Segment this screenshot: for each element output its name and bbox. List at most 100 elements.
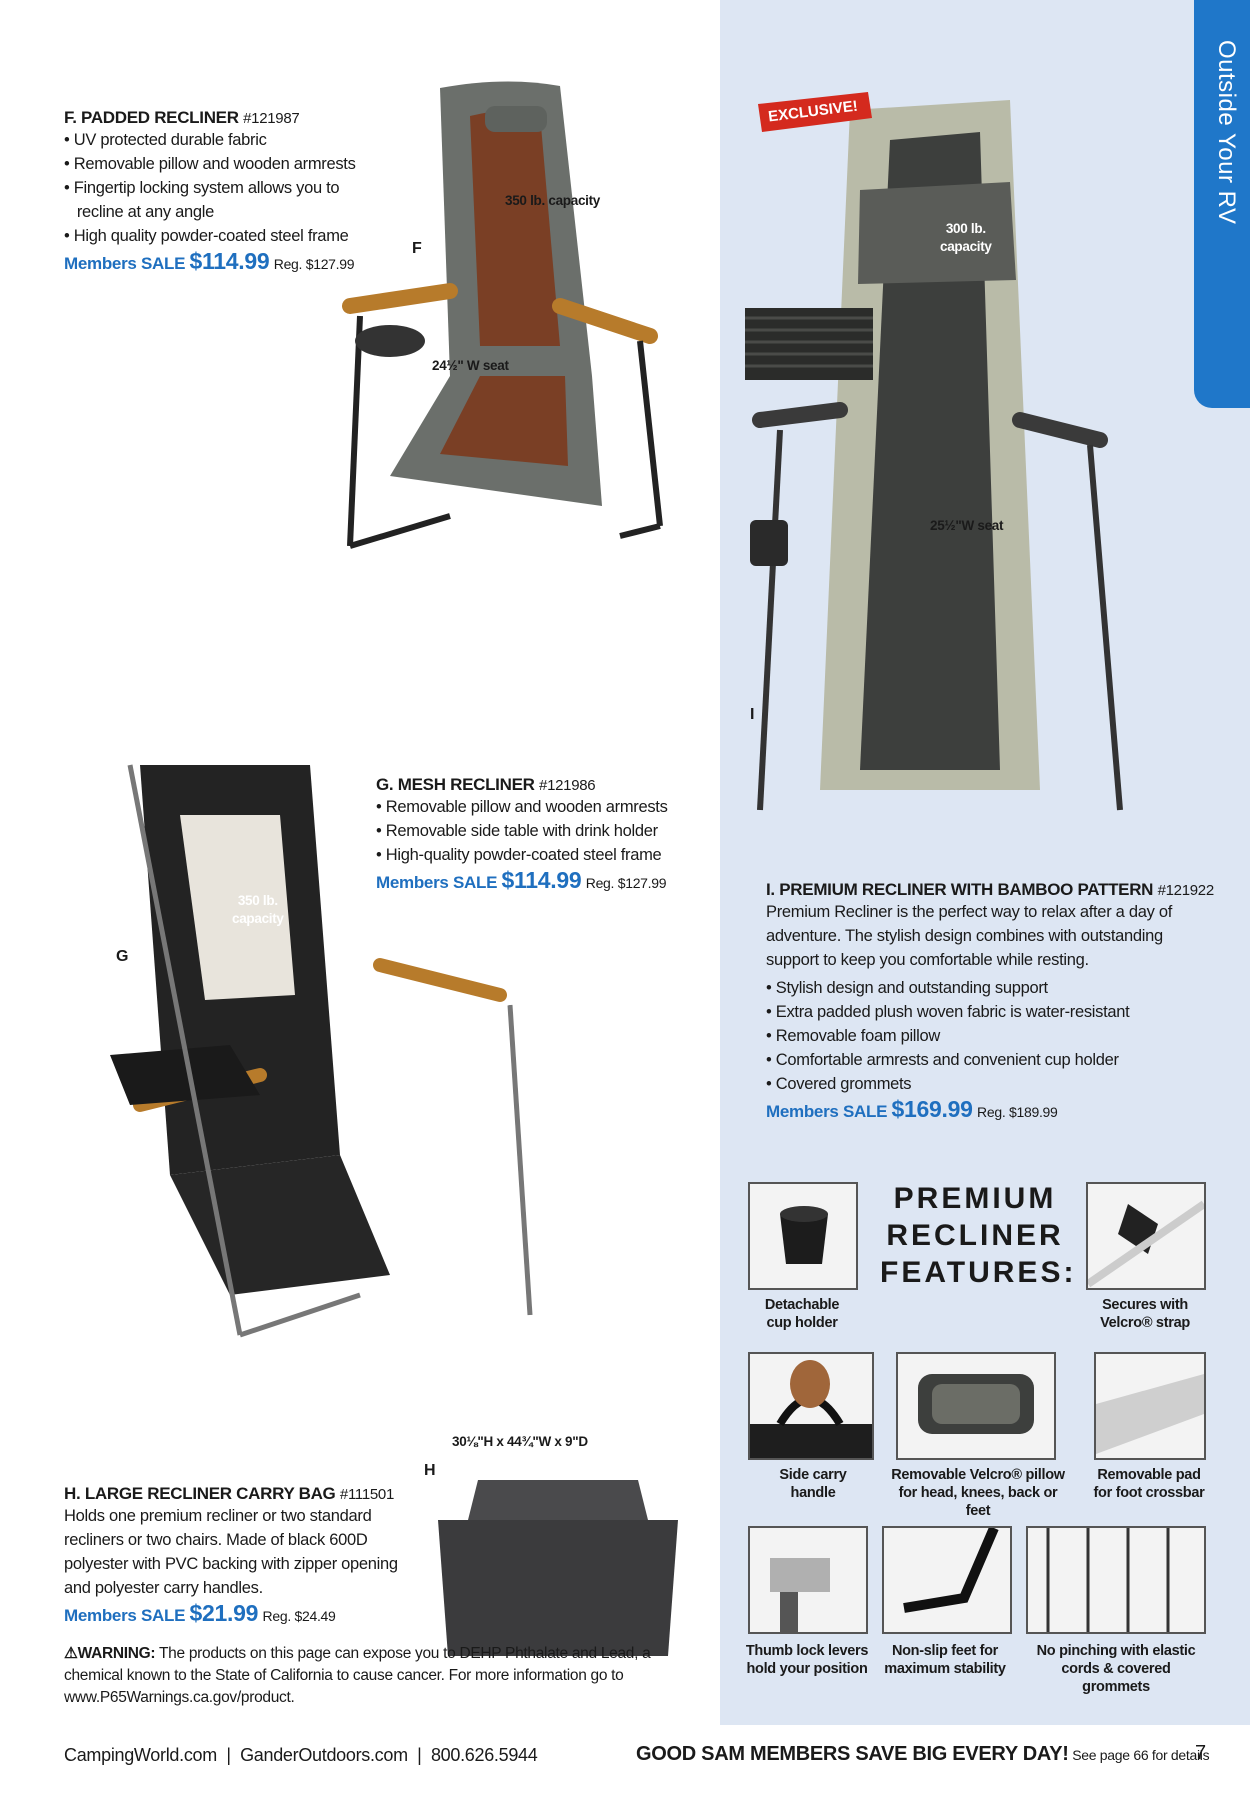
- foot-pad-icon: [1096, 1374, 1204, 1454]
- product-i-bullet: • Extra padded plush woven fabric is wat…: [766, 1003, 1130, 1021]
- feature-caption-line: Velcro® strap: [1100, 1315, 1190, 1331]
- feature-image-thumb-lock: [748, 1526, 868, 1634]
- product-h-letter: H: [424, 1462, 436, 1479]
- warning-line: ⚠WARNING: The products on this page can …: [64, 1643, 724, 1665]
- product-i-bullet: • Stylish design and outstanding support: [766, 979, 1048, 997]
- product-f-bullet: • High quality powder-coated steel frame: [64, 227, 349, 245]
- product-i-price: Members SALE $169.99 Reg. $189.99: [766, 1096, 1236, 1123]
- product-g-price: Members SALE $114.99 Reg. $127.99: [376, 867, 668, 894]
- product-f-seat-width: 24½" W seat: [432, 358, 509, 373]
- feature-caption: Thumb lock levers hold your position: [742, 1642, 872, 1678]
- product-g-capacity: 350 lb. capacity: [232, 892, 284, 928]
- product-g-title: G. MESH RECLINER #121986: [376, 775, 668, 795]
- product-i-sku: #121922: [1157, 882, 1215, 899]
- product-i-desc: Premium Recliner is the perfect way to r…: [766, 903, 1172, 921]
- product-g-bullet: • Removable pillow and wooden armrests: [376, 798, 668, 816]
- section-tab[interactable]: Outside Your RV: [1194, 0, 1250, 408]
- product-f-sku: #121987: [243, 110, 300, 127]
- product-i-bullet: • Comfortable armrests and convenient cu…: [766, 1051, 1119, 1069]
- feature-caption-line: Thumb lock levers: [745, 1643, 869, 1659]
- product-f-chair-image: [342, 81, 663, 549]
- product-f-capacity: 350 lb. capacity: [505, 193, 601, 208]
- cup-holder-icon: [780, 1206, 828, 1264]
- product-h-desc: recliners or two chairs. Made of black 6…: [64, 1531, 368, 1549]
- product-i-desc: support to keep you comfortable while re…: [766, 951, 1089, 969]
- product-f-block: F. PADDED RECLINER #121987 • UV protecte…: [64, 108, 356, 275]
- features-heading-line: PREMIUM: [893, 1182, 1057, 1215]
- feature-image-cup-holder: [748, 1182, 858, 1290]
- product-i-name: I. PREMIUM RECLINER WITH BAMBOO PATTERN: [766, 880, 1154, 899]
- feature-caption-line: Secures with: [1102, 1297, 1188, 1313]
- sale-price: $21.99: [189, 1600, 259, 1626]
- elastic-cords-icon: [1046, 1528, 1170, 1632]
- feature-image-non-slip-feet: [882, 1526, 1012, 1634]
- product-g-block: G. MESH RECLINER #121986 • Removable pil…: [376, 775, 668, 894]
- price-prefix: Members SALE: [64, 254, 186, 273]
- sale-price: $114.99: [189, 248, 270, 274]
- feature-caption-line: Non-slip feet for: [891, 1643, 999, 1659]
- product-g-name: G. MESH RECLINER: [376, 775, 535, 794]
- capacity-line: capacity: [232, 911, 284, 926]
- feature-caption-line: No pinching with elastic: [1036, 1643, 1196, 1659]
- prop65-warning: ⚠WARNING: The products on this page can …: [64, 1643, 724, 1709]
- non-slip-feet-icon: [903, 1528, 999, 1613]
- price-prefix: Members SALE: [376, 873, 498, 892]
- footer-contact: CampingWorld.com | GanderOutdoors.com | …: [64, 1745, 538, 1765]
- feature-caption-line: for foot crossbar: [1093, 1485, 1205, 1501]
- feature-image-foot-pad: [1094, 1352, 1206, 1460]
- feature-image-carry-handle: [748, 1352, 874, 1460]
- section-tab-label: Outside Your RV: [1213, 40, 1240, 225]
- feature-caption-line: maximum stability: [884, 1661, 1006, 1677]
- product-f-bullet: • Removable pillow and wooden armrests: [64, 155, 356, 173]
- regular-price: Reg. $189.99: [977, 1104, 1058, 1120]
- product-h-title: H. LARGE RECLINER CARRY BAG #111501: [64, 1484, 398, 1504]
- product-f-bullet: • UV protected durable fabric: [64, 131, 267, 149]
- velcro-strap-icon: [1088, 1200, 1204, 1288]
- feature-caption-line: cup holder: [766, 1315, 838, 1331]
- product-h-dimensions: 30⅛"H x 44¾"W x 9"D: [452, 1434, 588, 1449]
- feature-caption: Removable pad for foot crossbar: [1084, 1466, 1214, 1502]
- product-i-block: I. PREMIUM RECLINER WITH BAMBOO PATTERN …: [766, 880, 1236, 1123]
- product-h-block: H. LARGE RECLINER CARRY BAG #111501 Hold…: [64, 1484, 398, 1627]
- feature-image-velcro-pillow: [896, 1352, 1056, 1460]
- product-i-capacity: 300 lb. capacity: [940, 220, 992, 256]
- product-f-bullet: recline at any angle: [64, 203, 214, 221]
- footer-tagline: GOOD SAM MEMBERS SAVE BIG EVERY DAY! See…: [636, 1743, 1210, 1766]
- product-f-price: Members SALE $114.99 Reg. $127.99: [64, 248, 356, 275]
- product-h-desc: Holds one premium recliner or two standa…: [64, 1507, 372, 1525]
- warning-line: chemical known to the State of Californi…: [64, 1667, 624, 1684]
- product-i-letter: I: [750, 706, 755, 723]
- thumb-lock-icon: [770, 1558, 830, 1632]
- product-h-desc: and polyester carry handles.: [64, 1579, 263, 1597]
- product-h-name: H. LARGE RECLINER CARRY BAG: [64, 1484, 336, 1503]
- capacity-line: capacity: [940, 239, 992, 254]
- capacity-line: 300 lb.: [945, 221, 986, 236]
- footer-details-note: See page 66 for details: [1068, 1747, 1210, 1763]
- feature-caption: Side carry handle: [748, 1466, 878, 1502]
- regular-price: Reg. $127.99: [273, 256, 355, 272]
- product-f-title: F. PADDED RECLINER #121987: [64, 108, 356, 128]
- feature-caption-line: Removable Velcro® pillow: [891, 1467, 1065, 1483]
- product-h-desc: polyester with PVC backing with zipper o…: [64, 1555, 398, 1573]
- product-g-bullet: • High-quality powder-coated steel frame: [376, 846, 662, 864]
- feature-image-elastic-cords: [1026, 1526, 1206, 1634]
- feature-caption-line: Removable pad: [1097, 1467, 1201, 1483]
- product-h-bag-image: [438, 1480, 678, 1656]
- fabric-swatch-image: [745, 308, 873, 380]
- sale-price: $114.99: [501, 867, 582, 893]
- feature-caption-line: Detachable: [764, 1297, 840, 1313]
- warning-label: ⚠WARNING:: [64, 1645, 156, 1662]
- warning-link[interactable]: www.P65Warnings.ca.gov/product.: [64, 1689, 295, 1706]
- footer-tagline-text: GOOD SAM MEMBERS SAVE BIG EVERY DAY!: [636, 1743, 1069, 1765]
- regular-price: Reg. $127.99: [585, 875, 667, 891]
- sale-price: $169.99: [891, 1096, 973, 1122]
- exclusive-badge-shape: [758, 92, 872, 132]
- product-g-bullet: • Removable side table with drink holder: [376, 822, 658, 840]
- carry-handle-icon: [750, 1360, 872, 1458]
- price-prefix: Members SALE: [766, 1102, 888, 1121]
- product-i-desc: adventure. The stylish design combines w…: [766, 927, 1163, 945]
- product-h-sku: #111501: [339, 1486, 394, 1503]
- product-g-letter: G: [116, 948, 129, 965]
- feature-caption-line: Side carry: [779, 1467, 847, 1483]
- feature-caption: Detachable cup holder: [742, 1296, 862, 1332]
